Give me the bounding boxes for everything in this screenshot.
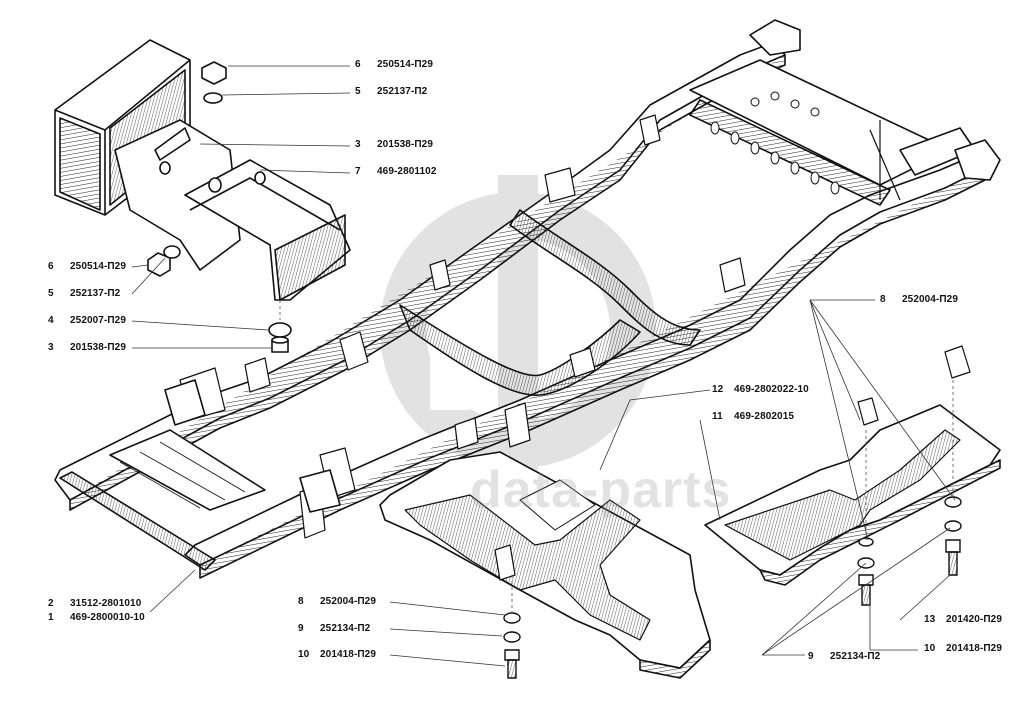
bracket-detail — [54, 39, 351, 353]
leader-lines — [131, 65, 956, 667]
part-code: 250514-П29 — [70, 261, 127, 272]
callout-number: 1 — [48, 612, 54, 623]
callout-number: 9 — [808, 651, 814, 662]
callout-number: 2 — [48, 598, 54, 609]
fasteners-right — [503, 496, 962, 679]
callout-13[interactable]: 13 201420-П29 — [924, 614, 1002, 625]
front-cross-member — [59, 471, 216, 571]
part-code: 201538-П29 — [70, 342, 127, 353]
part-code: 252137-П2 — [377, 86, 428, 97]
part-code: 31512-2801010 — [70, 598, 142, 609]
callout-10-right[interactable]: 10 201418-П29 — [924, 643, 1002, 654]
callout-number: 6 — [48, 261, 54, 272]
bracket-plate — [114, 119, 241, 271]
part-code: 252004-П29 — [320, 596, 377, 607]
nut-6-top — [201, 61, 227, 85]
callout-number: 10 — [298, 649, 310, 660]
skid-plate-12 — [379, 451, 711, 679]
part-code: 252134-П2 — [320, 623, 371, 634]
part-code: 252137-П2 — [70, 288, 121, 299]
callout-9-right[interactable]: 9 252134-П2 — [808, 651, 880, 662]
callout-5-top[interactable]: 5 252137-П2 — [355, 86, 427, 97]
part-code: 252134-П2 — [830, 651, 881, 662]
callout-7[interactable]: 7 469-2801102 — [355, 166, 437, 177]
callout-12[interactable]: 12 469-2802022-10 — [712, 384, 809, 395]
callout-3-top[interactable]: 3 201538-П29 — [355, 139, 433, 150]
callout-6-top[interactable]: 6 250514-П29 — [355, 59, 433, 70]
callout-3-left[interactable]: 3 201538-П29 — [48, 342, 126, 353]
x-member — [509, 209, 701, 346]
frame-assembly — [54, 19, 1001, 579]
part-code: 469-2802015 — [734, 411, 795, 422]
skid-plate-11 — [704, 345, 1001, 586]
callout-2[interactable]: 2 31512-2801010 — [48, 598, 141, 609]
callout-4[interactable]: 4 252007-П29 — [48, 315, 126, 326]
callout-number: 9 — [298, 623, 304, 634]
part-code: 201418-П29 — [320, 649, 377, 660]
callout-number: 6 — [355, 59, 361, 70]
callout-8-right[interactable]: 8 252004-П29 — [880, 294, 958, 305]
callout-11[interactable]: 11 469-2802015 — [712, 411, 794, 422]
callout-number: 5 — [48, 288, 54, 299]
part-code: 469-2802022-10 — [734, 384, 809, 395]
callout-number: 3 — [48, 342, 54, 353]
washer-5-top — [203, 92, 223, 104]
callout-number: 12 — [712, 384, 724, 395]
callout-number: 4 — [48, 315, 54, 326]
part-code: 201418-П29 — [946, 643, 1003, 654]
callout-10-bottom[interactable]: 10 201418-П29 — [298, 649, 376, 660]
callout-number: 5 — [355, 86, 361, 97]
callout-9-bottom[interactable]: 9 252134-П2 — [298, 623, 370, 634]
part-code: 201420-П29 — [946, 614, 1003, 625]
washer-4 — [268, 322, 292, 338]
part-code: 250514-П29 — [377, 59, 434, 70]
callout-number: 8 — [298, 596, 304, 607]
callout-number: 11 — [712, 411, 723, 422]
callout-8-bottom[interactable]: 8 252004-П29 — [298, 596, 376, 607]
part-code: 469-2801102 — [377, 166, 437, 177]
callout-6-left[interactable]: 6 250514-П29 — [48, 261, 126, 272]
callout-number: 10 — [924, 643, 936, 654]
callout-5-left[interactable]: 5 252137-П2 — [48, 288, 120, 299]
callout-number: 8 — [880, 294, 886, 305]
part-code: 252007-П29 — [70, 315, 127, 326]
part-code: 469-2800010-10 — [70, 612, 145, 623]
callout-number: 3 — [355, 139, 361, 150]
callout-number: 13 — [924, 614, 936, 625]
part-code: 201538-П29 — [377, 139, 434, 150]
callout-number: 7 — [355, 166, 361, 177]
washer-5-left — [163, 245, 181, 259]
part-code: 252004-П29 — [902, 294, 959, 305]
callout-1[interactable]: 1 469-2800010-10 — [48, 612, 145, 623]
